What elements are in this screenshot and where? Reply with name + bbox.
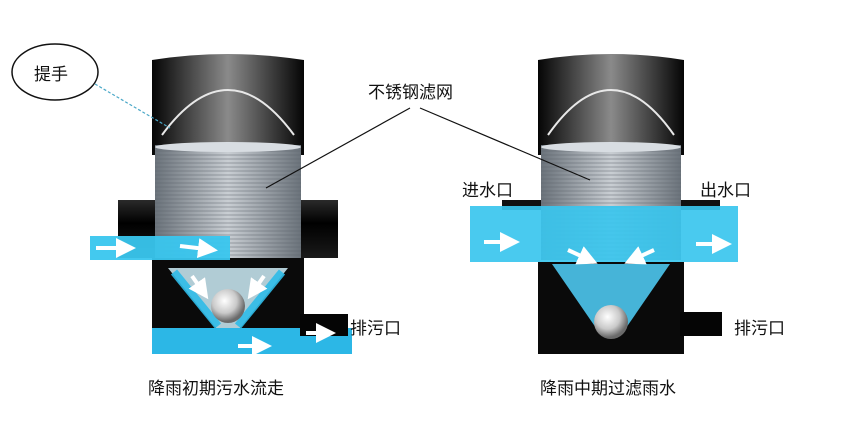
right-handle — [547, 89, 675, 136]
right-arrow-3 — [624, 246, 655, 265]
left-screen-rim — [155, 142, 301, 152]
outlet-label: 出水口 — [700, 181, 751, 201]
left-float-ball — [211, 289, 245, 323]
left-flow-arrows — [96, 238, 336, 356]
left-handle — [161, 89, 295, 136]
caption-right: 降雨中期过滤雨水 — [540, 379, 676, 399]
left-outlet-pipe — [298, 200, 338, 258]
screen-callout-line-right — [419, 107, 591, 181]
handle-callout-line — [94, 83, 171, 129]
right-body-top — [538, 54, 684, 155]
handle-callout-bubble — [11, 43, 99, 101]
caption-left: 降雨初期污水流走 — [148, 379, 284, 399]
right-drain-pipe — [680, 312, 722, 336]
right-arrow-2 — [567, 246, 598, 265]
right-inlet-pipe — [502, 200, 542, 210]
right-water-band — [470, 206, 738, 262]
left-arrow-4 — [247, 274, 268, 300]
drain-label-left: 排污口 — [350, 319, 401, 339]
drain-label-right: 排污口 — [734, 319, 785, 339]
right-flow-arrows — [484, 232, 732, 265]
screen-label: 不锈钢滤网 — [368, 83, 453, 103]
handle-label: 提手 — [34, 65, 68, 85]
right-outlet-pipe — [680, 200, 720, 210]
right-screen-rim — [541, 142, 681, 152]
right-cone — [552, 264, 670, 328]
right-float-ball — [594, 305, 628, 339]
inlet-label: 进水口 — [462, 181, 513, 201]
left-body-top — [152, 54, 304, 155]
left-arrow-3 — [188, 274, 209, 300]
callouts — [11, 43, 591, 189]
left-arrow-2 — [179, 238, 218, 259]
right-filter-unit — [470, 54, 738, 354]
left-filter-unit — [90, 54, 352, 356]
screen-callout-line-left — [265, 107, 411, 189]
